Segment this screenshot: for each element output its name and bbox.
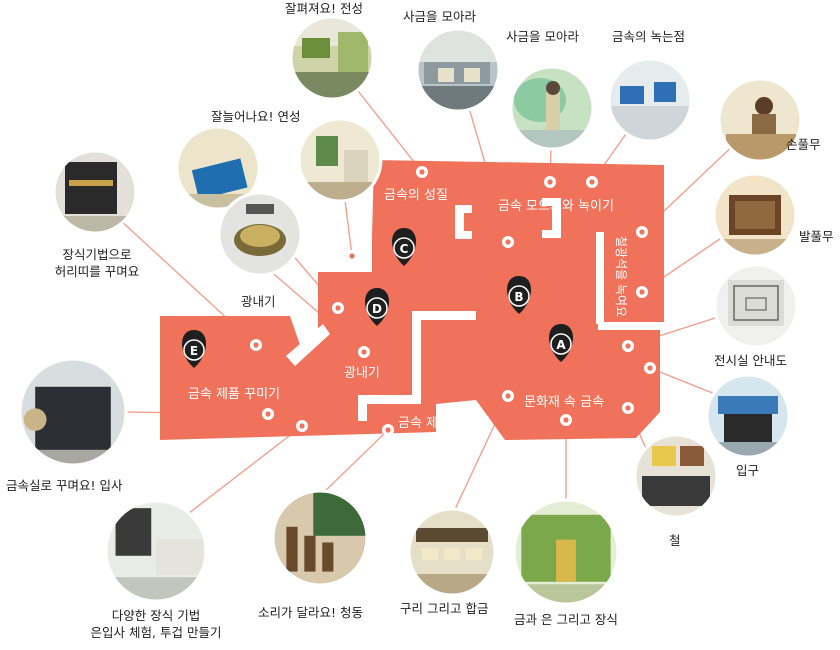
pin-d[interactable]: D	[365, 288, 389, 326]
zone-collect-melt: 금속 모으기와 녹이기	[498, 199, 614, 214]
photo-stretch-well-2[interactable]	[297, 117, 383, 203]
caption-spread-well: 잘펴져요! 전성	[285, 1, 363, 16]
pin-d-letter: D	[372, 302, 382, 316]
photo-bronze-sound[interactable]	[271, 489, 369, 587]
exhibit-dot[interactable]	[586, 176, 598, 188]
exhibit-dot[interactable]	[502, 236, 514, 248]
floor-area	[160, 160, 664, 440]
exhibit-dots	[250, 166, 656, 436]
floor-plan	[160, 160, 664, 440]
caption-techniques-line2: 은입사 체험, 투겁 만들기	[90, 625, 222, 640]
caption-bronze-sound: 소리가 달라요! 청동	[258, 605, 363, 620]
caption-belt-decoration-line1: 장식기법으로	[62, 247, 132, 262]
zone-decorate-products: 금속 제품 꾸미기	[188, 387, 280, 402]
zone-labels: 금속의 성질 금속 모으기와 녹이기 철광석을 녹여요 문화재 속 금속 금속 …	[188, 188, 628, 431]
photo-copper-alloy[interactable]	[407, 507, 497, 597]
location-pins: A B C D E	[182, 228, 573, 368]
photo-iron[interactable]	[633, 433, 719, 519]
photo-polishing[interactable]	[217, 191, 303, 277]
zone-polisher: 광내기	[344, 366, 380, 381]
exhibit-dot[interactable]	[296, 420, 308, 432]
exhibit-dot[interactable]	[644, 362, 656, 374]
photo-decoration-techniques[interactable]	[104, 499, 208, 603]
pin-a[interactable]: A	[549, 324, 573, 362]
exhibit-dot[interactable]	[358, 346, 370, 358]
photo-collect-gold-1[interactable]	[415, 27, 501, 113]
pin-c[interactable]: C	[392, 228, 416, 266]
caption-polishing: 광내기	[241, 294, 276, 309]
photo-spread-well[interactable]	[289, 15, 375, 101]
zone-make-products: 금속 제품 만들기	[398, 416, 490, 431]
caption-foot-bellows: 발풀무	[799, 229, 834, 244]
photo-inlay-decoration[interactable]	[18, 357, 128, 467]
exhibit-dot[interactable]	[622, 340, 634, 352]
caption-belt-decoration: 장식기법으로 허리띠를 꾸며요	[36, 246, 158, 280]
exhibit-dot[interactable]	[346, 250, 358, 262]
caption-inlay-decoration: 금속실로 꾸며요! 입사	[6, 478, 123, 493]
exhibit-dot[interactable]	[544, 176, 556, 188]
pin-e[interactable]: E	[182, 330, 206, 368]
pin-a-letter: A	[556, 338, 566, 352]
photo-entrance[interactable]	[705, 373, 791, 459]
photo-collect-gold-2[interactable]	[509, 65, 595, 151]
exhibit-dot[interactable]	[622, 402, 634, 414]
exhibit-dot[interactable]	[636, 286, 648, 298]
interior-walls	[286, 198, 604, 421]
caption-techniques-line1: 다양한 장식 기법	[111, 608, 201, 623]
zone-metal-nature: 금속의 성질	[384, 188, 448, 203]
caption-stretch-well: 잘늘어나요! 연성	[211, 109, 301, 124]
exhibit-dot[interactable]	[262, 408, 274, 420]
caption-iron: 철	[669, 533, 681, 548]
pin-c-letter: C	[400, 242, 409, 256]
caption-collect-gold-2: 사금을 모아라	[506, 29, 579, 44]
caption-hall-guide-map: 전시실 안내도	[714, 353, 787, 368]
pin-b-letter: B	[514, 290, 523, 304]
photo-foot-bellows[interactable]	[712, 172, 798, 258]
exhibit-dot[interactable]	[416, 166, 428, 178]
caption-gold-silver-decor: 금과 은 그리고 장식	[514, 612, 618, 627]
pin-b[interactable]: B	[507, 276, 531, 314]
caption-collect-gold-1: 사금을 모아라	[403, 9, 476, 24]
caption-hand-bellows: 손풀무	[786, 137, 821, 152]
caption-entrance: 입구	[736, 463, 760, 478]
exhibit-dot[interactable]	[382, 424, 394, 436]
caption-belt-decoration-line2: 허리띠를 꾸며요	[54, 264, 140, 279]
zone-metal-in-heritage: 문화재 속 금속	[524, 395, 604, 410]
exhibit-dot[interactable]	[636, 226, 648, 238]
exhibit-dot[interactable]	[250, 339, 262, 351]
photo-hall-guide-map[interactable]	[713, 263, 799, 349]
zone-ore-melt: 철광석을 녹여요	[614, 236, 628, 317]
caption-copper-alloy: 구리 그리고 합금	[400, 601, 489, 616]
caption-decoration-techniques: 다양한 장식 기법 은입사 체험, 투겁 만들기	[76, 607, 236, 641]
caption-metal-melting-point: 금속의 녹는점	[612, 29, 685, 44]
exhibit-dot[interactable]	[332, 302, 344, 314]
pin-e-letter: E	[190, 344, 198, 358]
photo-thumbnails	[18, 15, 803, 606]
photo-metal-melting-point[interactable]	[607, 57, 693, 143]
exhibit-dot[interactable]	[560, 414, 572, 426]
exhibit-dot[interactable]	[502, 390, 514, 402]
photo-belt-decoration[interactable]	[52, 149, 138, 235]
photo-gold-silver-decor[interactable]	[512, 498, 620, 606]
